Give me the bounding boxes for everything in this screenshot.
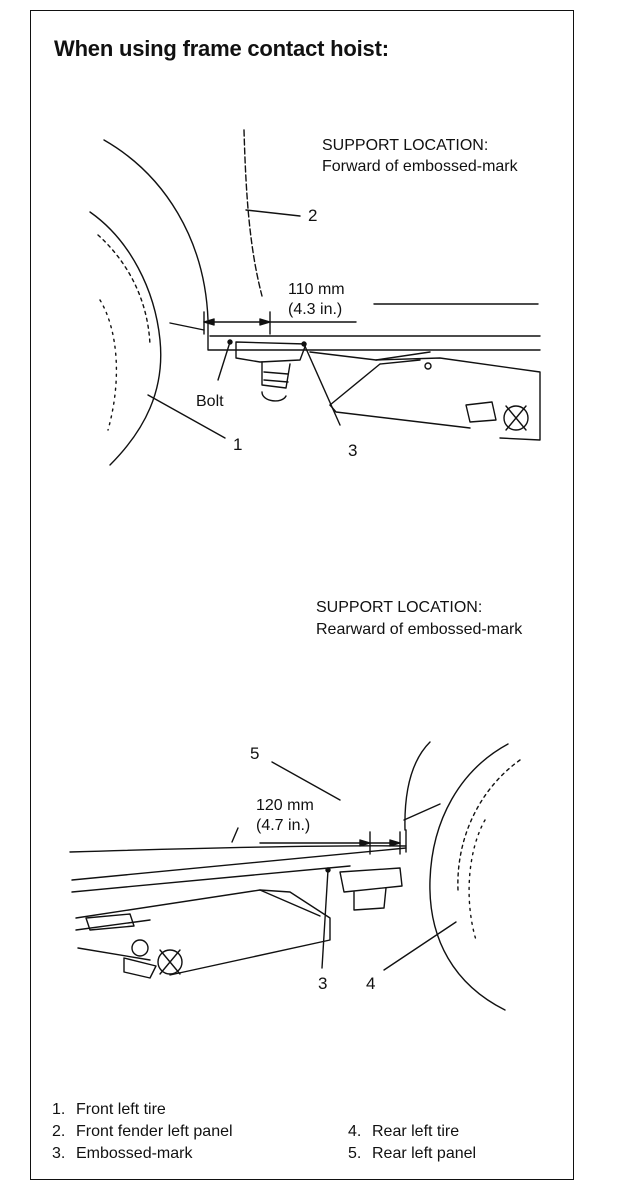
- legend-label: Rear left tire: [372, 1123, 460, 1140]
- legend-number: 1.: [52, 1101, 66, 1118]
- support-heading-top: SUPPORT LOCATION:: [322, 137, 489, 154]
- support-heading-bottom: SUPPORT LOCATION:: [316, 599, 483, 616]
- dimension-line-bottom: [231, 803, 441, 855]
- dimension-mm-top: 110 mm: [288, 281, 345, 298]
- dimension-line-top: [169, 303, 539, 335]
- rear-panel-drawing: [69, 829, 407, 893]
- callout-leaders-top: [147, 209, 341, 439]
- callout-5-bottom: 5: [250, 744, 260, 763]
- support-text-top: Forward of embossed-mark: [322, 158, 518, 175]
- callout-leaders-bottom: [271, 761, 457, 971]
- legend-label: Front fender left panel: [76, 1123, 233, 1140]
- front-fender-panel-drawing: [207, 129, 541, 351]
- callout-2-top: 2: [308, 206, 318, 225]
- legend-label: Embossed-mark: [76, 1145, 193, 1162]
- hoist-arm-top: [235, 341, 541, 441]
- legend-label: Rear left panel: [372, 1145, 477, 1162]
- legend-item: 2. Front fender left panel: [52, 1124, 233, 1140]
- support-text-bottom: Rearward of embossed-mark: [316, 621, 523, 638]
- front-tire-drawing: [89, 139, 209, 466]
- legend-label: Front left tire: [76, 1101, 166, 1118]
- callout-1-top: 1: [233, 435, 243, 454]
- dimension-in-top: (4.3 in.): [288, 301, 343, 318]
- legend-number: 5.: [348, 1145, 362, 1162]
- legend-item: 5. Rear left panel: [348, 1146, 476, 1162]
- legend-item: 4. Rear left tire: [348, 1124, 459, 1140]
- diagram-frame: [30, 10, 574, 1180]
- page-title: When using frame contact hoist:: [54, 36, 389, 61]
- legend-item: 3. Embossed-mark: [52, 1146, 192, 1162]
- callout-3-top: 3: [348, 441, 358, 460]
- legend-item: 1. Front left tire: [52, 1102, 166, 1118]
- hoist-arm-bottom: [75, 867, 403, 979]
- callout-4-bottom: 4: [366, 974, 376, 993]
- legend-number: 4.: [348, 1123, 362, 1140]
- legend-number: 2.: [52, 1123, 66, 1140]
- rear-tire-drawing: [404, 741, 521, 1011]
- legend-number: 3.: [52, 1145, 66, 1162]
- callout-3-bottom: 3: [318, 974, 328, 993]
- dimension-in-bottom: (4.7 in.): [256, 817, 311, 834]
- bolt-label: Bolt: [196, 393, 224, 410]
- dimension-mm-bottom: 120 mm: [256, 797, 314, 814]
